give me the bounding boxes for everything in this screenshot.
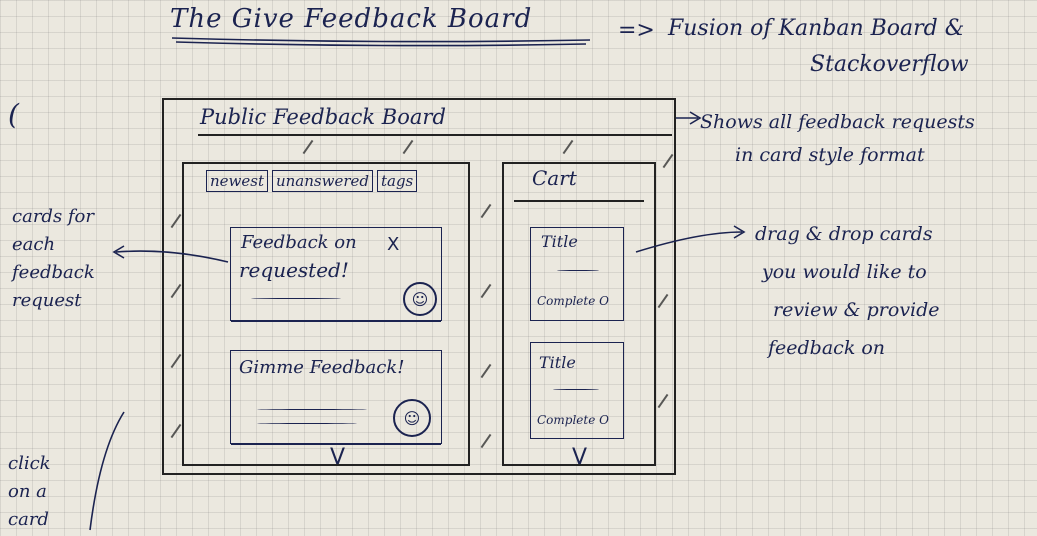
subtitle-line-1: Fusion of Kanban Board & <box>668 16 965 41</box>
chevron-down-icon[interactable]: V <box>572 445 588 470</box>
card-body-squiggle <box>257 423 357 424</box>
card-title: Gimme Feedback! <box>239 357 405 378</box>
annotation-drag-line-4: feedback on <box>768 337 886 359</box>
feedback-card[interactable]: Feedback on X requested! ☺ <box>230 227 442 322</box>
annotation-drag-line-2: you would like to <box>762 261 927 283</box>
card-body-squiggle <box>251 298 341 299</box>
annotation-drag-line-1: drag & drop cards <box>755 223 933 245</box>
annotation-board-line-1: Shows all feedback requests <box>700 111 975 133</box>
cart-column <box>502 162 656 466</box>
cart-divider <box>514 200 644 202</box>
tab-newest[interactable]: newest <box>206 170 268 192</box>
tab-unanswered[interactable]: unanswered <box>271 170 373 192</box>
title-underline-2 <box>175 41 587 47</box>
cart-card-title: Title <box>539 353 576 372</box>
title-arrow: => <box>618 18 655 43</box>
arrowhead-board-note <box>689 111 702 125</box>
cart-card[interactable]: Title Complete O <box>530 227 624 321</box>
complete-status[interactable]: Complete O <box>537 294 609 308</box>
board-title: Public Feedback Board <box>200 105 446 129</box>
tab-tags[interactable]: tags <box>376 170 418 192</box>
close-icon[interactable]: X <box>387 234 400 255</box>
tab-bar: newest unanswered tags <box>206 170 418 192</box>
card-bottom-rule <box>231 320 441 322</box>
annotation-cards: cards for each feedback request <box>12 206 95 311</box>
chevron-down-icon[interactable]: V <box>330 445 346 470</box>
avatar-icon: ☺ <box>393 399 431 437</box>
arrow-click-note <box>89 411 125 531</box>
cart-card-title: Title <box>541 232 578 251</box>
annotation-drag-line-3: review & provide <box>773 299 940 321</box>
card-title: Feedback on <box>241 232 357 253</box>
card-bottom-rule <box>231 443 441 445</box>
feed-column <box>182 162 470 466</box>
card-body-squiggle <box>553 389 599 390</box>
cart-card[interactable]: Title Complete O <box>530 342 624 439</box>
board-header <box>198 102 672 136</box>
margin-paren: ( <box>8 98 19 131</box>
board-frame <box>162 98 676 475</box>
page-title: The Give Feedback Board <box>170 4 533 34</box>
arrow-cards-note <box>115 250 229 263</box>
complete-status[interactable]: Complete O <box>537 413 609 427</box>
card-body-squiggle <box>257 409 367 410</box>
annotation-click: click on a card <box>8 453 51 530</box>
subtitle-line-2: Stackoverflow <box>810 52 969 77</box>
cart-label: Cart <box>532 166 577 190</box>
avatar-icon: ☺ <box>403 282 437 316</box>
card-body-squiggle <box>557 270 599 271</box>
arrowhead-drag-note <box>733 225 746 239</box>
annotation-board-line-2: in card style format <box>735 144 925 166</box>
card-title-line-2: requested! <box>239 258 349 282</box>
arrow-drag-note <box>635 231 743 253</box>
title-underline <box>171 37 591 43</box>
arrowhead-cards-note <box>112 245 125 259</box>
feedback-card[interactable]: Gimme Feedback! ☺ <box>230 350 442 445</box>
